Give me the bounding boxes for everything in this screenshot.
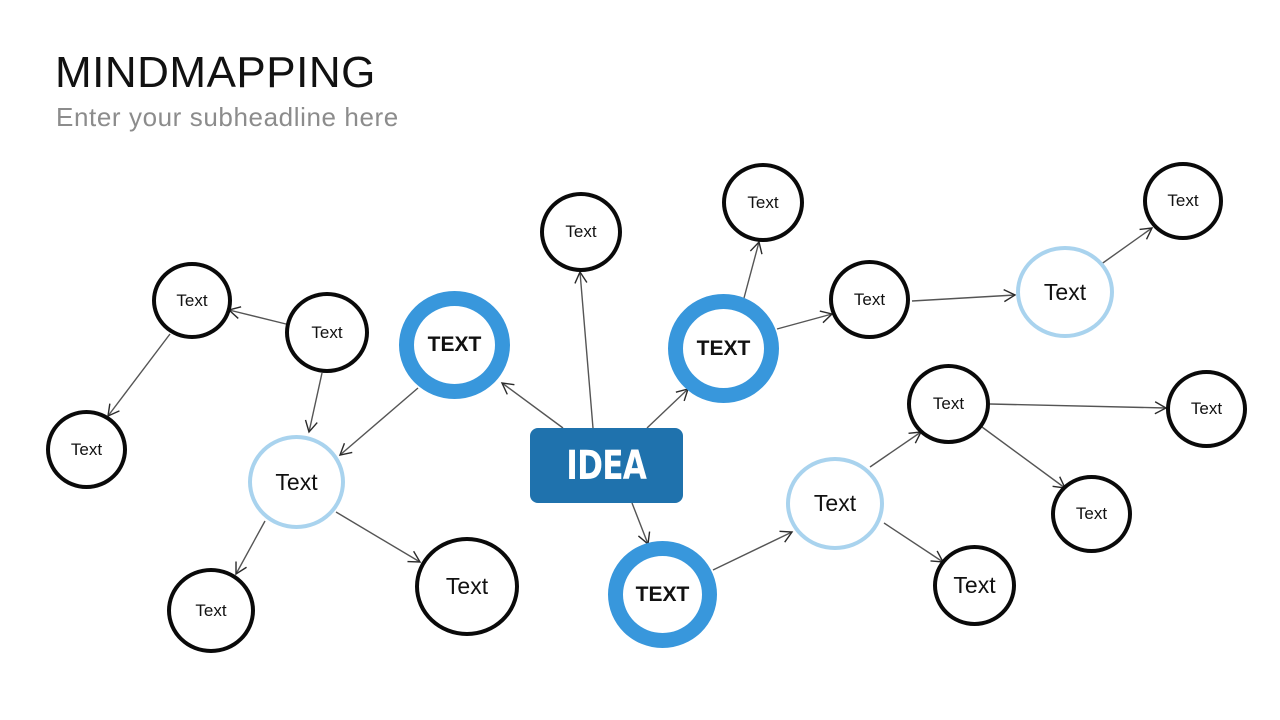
leaf-node-right-mid[interactable]: Text [829,260,910,339]
node-label: Text [275,468,318,495]
connector [335,511,422,563]
node-label: Text [1043,278,1087,305]
leaf-node-right-cluster-far[interactable]: Text [1166,370,1247,448]
connector [574,270,594,429]
connector [911,289,1017,303]
leaf-node-left-mid[interactable]: Text [285,292,369,373]
connector [304,372,323,434]
node-label: Text [1190,399,1223,418]
connector [646,387,690,429]
secondary-node-left[interactable]: Text [248,435,345,529]
node-label: Text [176,290,208,310]
node-label: Text [747,192,779,212]
page-subtitle: Enter your subheadline here [56,102,399,132]
node-label: Text [953,572,996,598]
primary-node-bottom[interactable]: TEXT [608,541,717,648]
leaf-node-right-cluster-top[interactable]: Text [907,364,990,444]
connector [883,522,945,563]
connector [235,520,266,576]
leaf-node-left-top[interactable]: Text [152,262,232,339]
secondary-node-bottom-right[interactable]: Text [786,457,884,550]
secondary-node-top-right[interactable]: Text [1016,246,1114,338]
page-title: MINDMAPPING [55,48,376,97]
leaf-node-far-top-right[interactable]: Text [1143,162,1223,240]
primary-node-left[interactable]: TEXT [399,291,510,399]
connector [107,333,171,418]
node-label: Text [70,439,103,459]
connector [500,382,564,429]
node-label: Text [195,600,227,620]
primary-node-right[interactable]: TEXT [668,294,779,403]
node-label: TEXT [427,333,482,356]
leaf-node-left-bottom[interactable]: Text [167,568,255,653]
node-label: TEXT [635,582,690,606]
connector [1099,227,1154,266]
leaf-node-top-center[interactable]: Text [540,192,622,272]
node-label: Text [565,222,597,241]
connector [338,387,419,456]
leaf-node-left-far[interactable]: Text [46,410,127,489]
connector [981,426,1067,489]
node-label: Text [853,289,886,309]
connector [989,401,1168,415]
leaf-node-top-right-upper[interactable]: Text [722,163,804,242]
leaf-node-right-bottom[interactable]: Text [933,545,1016,626]
node-label: TEXT [696,336,751,360]
node-label: Text [932,394,965,413]
connector [712,530,794,571]
central-idea-node[interactable]: IDEA [530,428,683,503]
node-label: Text [311,322,343,342]
connector [869,431,923,468]
node-label: Text [813,490,857,516]
leaf-node-right-cluster-lower[interactable]: Text [1051,475,1132,553]
node-label: Text [445,573,489,599]
connector [631,502,651,546]
node-label: Text [1075,504,1108,523]
connector [743,240,763,299]
connector [776,310,834,330]
leaf-node-left-bottom-large[interactable]: Text [415,537,519,636]
connector [227,306,287,325]
node-label: Text [1167,191,1199,210]
central-idea-label: IDEA [566,442,648,489]
